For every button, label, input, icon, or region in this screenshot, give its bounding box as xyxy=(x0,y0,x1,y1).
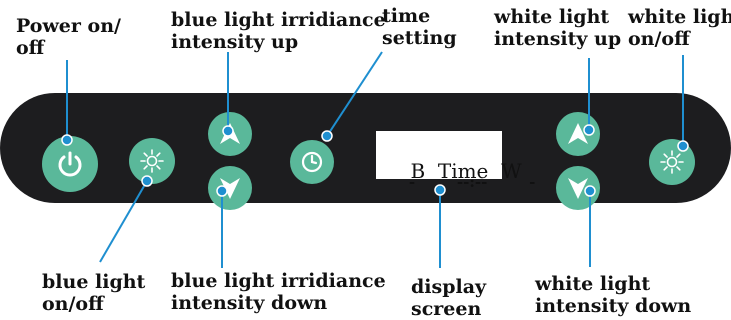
power-button[interactable] xyxy=(42,136,98,192)
dot-white-down xyxy=(584,185,596,197)
dot-blue-up xyxy=(222,125,234,137)
sun-icon xyxy=(660,150,684,174)
dot-display xyxy=(434,184,446,196)
dot-blue-down xyxy=(216,185,228,197)
leader-blue-on-off xyxy=(99,180,148,263)
screen-w-value: - xyxy=(529,173,536,191)
control-panel xyxy=(0,93,731,203)
down-arrow-icon xyxy=(568,178,588,199)
dot-time xyxy=(321,130,333,142)
power-icon xyxy=(58,151,82,177)
screen-w-label: W xyxy=(501,159,522,183)
dot-white-on-off xyxy=(677,140,689,152)
dot-white-up xyxy=(583,124,595,136)
sun-icon xyxy=(140,149,164,173)
blue-light-toggle-button[interactable] xyxy=(129,138,175,184)
screen-b-label: B xyxy=(410,159,426,183)
time-setting-button[interactable] xyxy=(290,140,334,184)
up-arrow-icon xyxy=(568,123,588,144)
dot-blue-on-off xyxy=(141,175,153,187)
leader-time xyxy=(326,51,383,137)
screen-time-label: Time xyxy=(437,159,489,183)
blue-intensity-down-button[interactable] xyxy=(208,166,252,210)
down-arrow-icon xyxy=(220,178,240,199)
clock-icon xyxy=(301,151,323,173)
display-screen: B Time W - --:-- - xyxy=(376,131,535,190)
label-power: Power on/off xyxy=(16,15,121,59)
dot-power xyxy=(61,134,73,146)
screen-b-value: - xyxy=(408,173,416,191)
screen-time-value: --:-- xyxy=(456,173,488,191)
